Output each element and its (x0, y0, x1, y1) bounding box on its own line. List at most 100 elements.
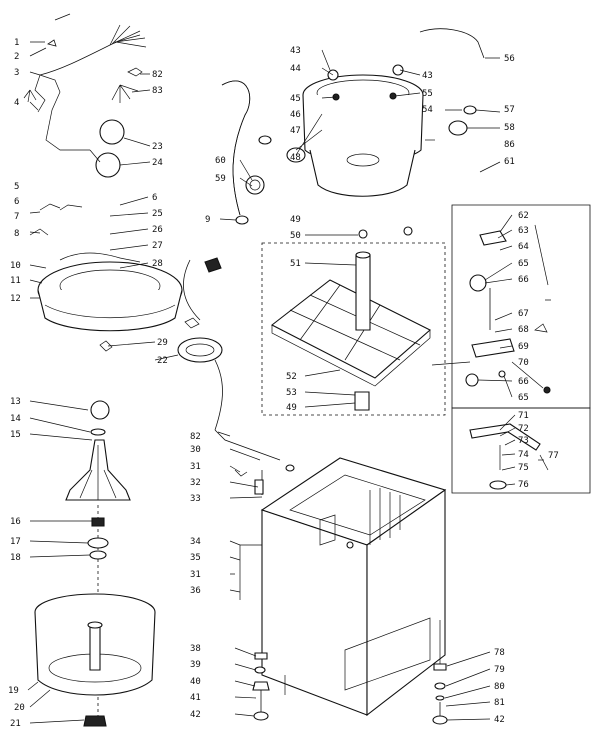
cable (419, 28, 485, 59)
label-31b: 31 (190, 570, 201, 580)
label-44: 44 (290, 64, 301, 74)
label-60: 60 (215, 156, 226, 166)
label-29: 29 (157, 338, 168, 348)
label-15: 15 (10, 430, 21, 440)
label-67: 67 (518, 309, 529, 319)
label-73: 73 (518, 436, 529, 446)
label-86: 86 (504, 140, 515, 150)
wire-harness (23, 13, 147, 178)
label-42b: 42 (494, 715, 505, 725)
label-28: 28 (152, 259, 163, 269)
label-74: 74 (518, 450, 529, 460)
label-51: 51 (290, 259, 301, 269)
leg-hardware-right (432, 663, 448, 725)
label-43b: 43 (422, 71, 433, 81)
label-18: 18 (10, 553, 21, 563)
label-75: 75 (518, 463, 529, 473)
label-53: 53 (286, 388, 297, 398)
label-65: 65 (518, 259, 529, 269)
label-26: 26 (152, 225, 163, 235)
label-65b: 65 (518, 393, 529, 403)
label-6b: 6 (152, 193, 157, 203)
tub-fittings (425, 105, 477, 141)
label-24: 24 (152, 158, 163, 168)
label-82b: 82 (190, 432, 201, 442)
label-68: 68 (518, 325, 529, 335)
label-79: 79 (494, 665, 505, 675)
label-55: 55 (422, 89, 433, 99)
label-66: 66 (518, 275, 529, 285)
label-9: 9 (205, 215, 210, 225)
label-59: 59 (215, 174, 226, 184)
label-42: 42 (190, 710, 201, 720)
suspension-parts-box (431, 204, 591, 409)
label-12: 12 (10, 294, 21, 304)
cabinet (239, 457, 447, 717)
label-82: 82 (152, 70, 163, 80)
label-17: 17 (10, 537, 21, 547)
label-50: 50 (290, 231, 301, 241)
label-21: 21 (10, 719, 21, 729)
label-11: 11 (10, 276, 21, 286)
label-83: 83 (152, 86, 163, 96)
label-62: 62 (518, 211, 529, 221)
mounting-plate (261, 226, 446, 416)
label-71: 71 (518, 411, 529, 421)
label-66b: 66 (518, 377, 529, 387)
label-45: 45 (290, 94, 301, 104)
label-30: 30 (190, 445, 201, 455)
label-57: 57 (504, 105, 515, 115)
label-43: 43 (290, 46, 301, 56)
cabinet-fittings (214, 429, 295, 495)
outer-tub (302, 64, 424, 197)
callout-labels: 1 2 3 4 82 83 23 24 5 6 6 7 8 25 26 27 2… (8, 38, 559, 729)
label-41: 41 (190, 693, 201, 703)
label-35: 35 (190, 553, 201, 563)
label-58: 58 (504, 123, 515, 133)
label-8: 8 (14, 229, 19, 239)
label-13: 13 (10, 397, 21, 407)
leader-lines (27, 41, 549, 724)
label-1: 1 (14, 38, 19, 48)
label-23: 23 (152, 142, 163, 152)
label-48: 48 (290, 153, 301, 163)
label-6: 6 (14, 197, 19, 207)
label-76: 76 (518, 480, 529, 490)
label-33: 33 (190, 494, 201, 504)
wash-basket (34, 593, 156, 727)
label-56: 56 (504, 54, 515, 64)
label-5: 5 (14, 182, 19, 192)
label-78: 78 (494, 648, 505, 658)
label-2: 2 (14, 52, 19, 62)
label-69: 69 (518, 342, 529, 352)
label-38: 38 (190, 644, 201, 654)
label-22: 22 (157, 356, 168, 366)
label-3: 3 (14, 68, 19, 78)
label-46: 46 (290, 110, 301, 120)
tub-cover-assembly (29, 203, 183, 352)
label-63: 63 (518, 226, 529, 236)
label-34: 34 (190, 537, 201, 547)
drain-hose (221, 80, 306, 225)
leg-hardware-left (252, 652, 270, 721)
label-14: 14 (10, 414, 21, 424)
label-61: 61 (504, 157, 515, 167)
label-54: 54 (422, 105, 433, 115)
hose (177, 257, 223, 431)
label-32: 32 (190, 478, 201, 488)
label-20: 20 (14, 703, 25, 713)
label-80: 80 (494, 682, 505, 692)
label-39: 39 (190, 660, 201, 670)
label-10: 10 (10, 261, 21, 271)
label-64: 64 (518, 242, 529, 252)
label-31: 31 (190, 462, 201, 472)
label-27: 27 (152, 241, 163, 251)
label-70: 70 (518, 358, 529, 368)
label-49b: 49 (286, 403, 297, 413)
label-25: 25 (152, 209, 163, 219)
label-49: 49 (290, 215, 301, 225)
brake-parts-box (451, 407, 591, 494)
label-52: 52 (286, 372, 297, 382)
label-7: 7 (14, 212, 19, 222)
